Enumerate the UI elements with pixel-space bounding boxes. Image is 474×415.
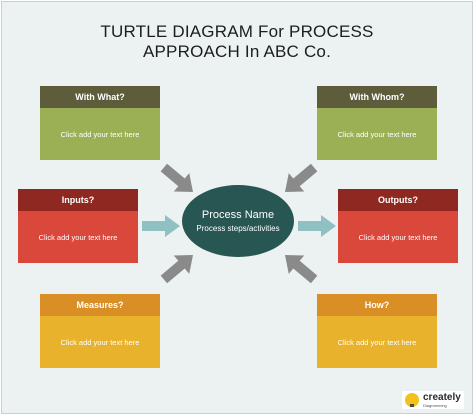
outputs-header: Outputs? <box>338 189 458 211</box>
with-what-header: With What? <box>40 86 160 108</box>
with-what-box[interactable]: With What? Click add your text here <box>40 86 160 160</box>
with-whom-header: With Whom? <box>317 86 437 108</box>
with-whom-body[interactable]: Click add your text here <box>317 108 437 160</box>
outputs-body[interactable]: Click add your text here <box>338 211 458 263</box>
with-what-arrow-icon[interactable] <box>156 158 201 201</box>
outputs-arrow-icon[interactable] <box>298 215 336 237</box>
inputs-body[interactable]: Click add your text here <box>18 211 138 263</box>
watermark-tagline: Diagramming <box>423 402 447 408</box>
lightbulb-icon <box>405 393 419 407</box>
diagram-title: TURTLE DIAGRAM For PROCESS APPROACH In A… <box>2 22 472 62</box>
measures-body[interactable]: Click add your text here <box>40 316 160 368</box>
measures-header: Measures? <box>40 294 160 316</box>
with-whom-arrow-icon[interactable] <box>277 158 322 201</box>
creately-watermark: creately Diagramming <box>402 391 464 409</box>
inputs-arrow-icon[interactable] <box>142 215 180 237</box>
watermark-name: creately <box>423 391 461 403</box>
how-arrow-icon[interactable] <box>277 246 322 289</box>
how-body[interactable]: Click add your text here <box>317 316 437 368</box>
outputs-box[interactable]: Outputs? Click add your text here <box>338 189 458 263</box>
title-line-1: TURTLE DIAGRAM For PROCESS <box>100 22 374 41</box>
measures-arrow-icon[interactable] <box>156 246 201 289</box>
process-name: Process Name <box>201 208 275 221</box>
with-what-body[interactable]: Click add your text here <box>40 108 160 160</box>
measures-box[interactable]: Measures? Click add your text here <box>40 294 160 368</box>
inputs-header: Inputs? <box>18 189 138 211</box>
title-line-2: APPROACH In ABC Co. <box>142 42 332 61</box>
process-node[interactable]: Process Name Process steps/activities <box>182 185 294 257</box>
inputs-box[interactable]: Inputs? Click add your text here <box>18 189 138 263</box>
with-whom-box[interactable]: With Whom? Click add your text here <box>317 86 437 160</box>
process-subtitle: Process steps/activities <box>196 223 280 233</box>
how-box[interactable]: How? Click add your text here <box>317 294 437 368</box>
how-header: How? <box>317 294 437 316</box>
